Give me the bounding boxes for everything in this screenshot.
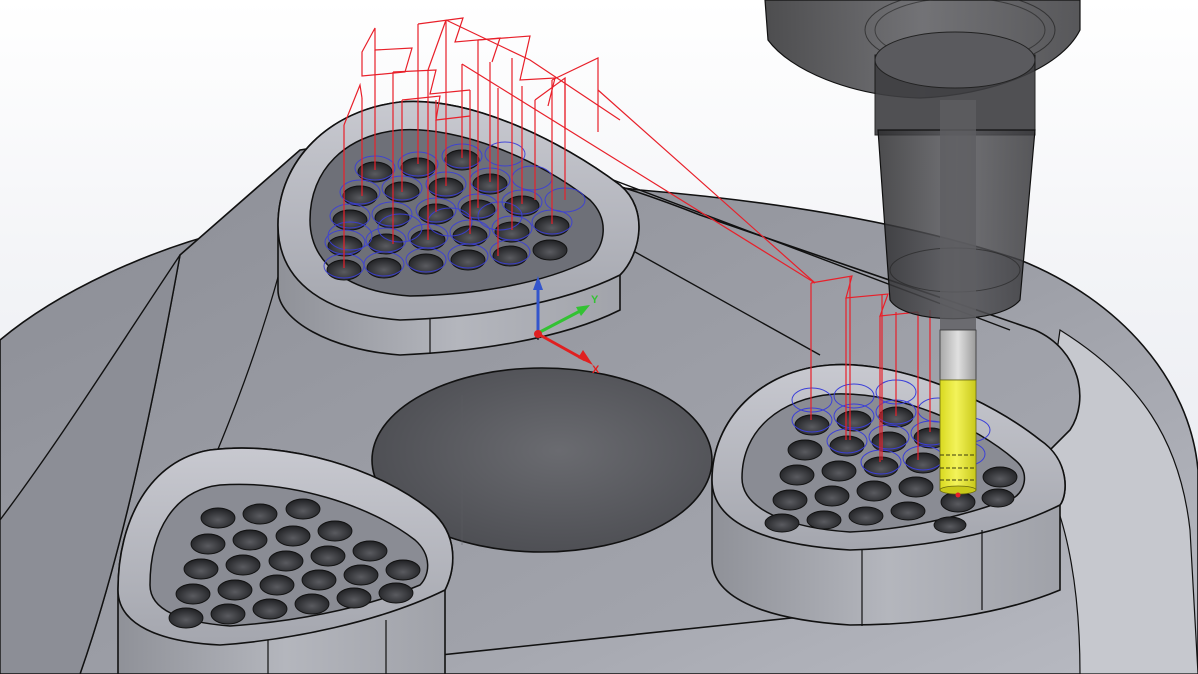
pocket-front-left[interactable] <box>117 447 454 674</box>
y-axis-label: Y <box>591 294 599 306</box>
x-axis-label: X <box>592 364 600 376</box>
pocket-back-left[interactable] <box>277 100 640 356</box>
cutting-tool-assembly[interactable] <box>764 0 1081 498</box>
hole-grid-front-left <box>168 498 421 629</box>
tool-cutter <box>939 379 977 491</box>
tool-tip-marker <box>955 492 961 498</box>
x-axis-arrow <box>539 333 586 362</box>
origin-point <box>534 330 542 338</box>
coordinate-triad[interactable]: Y X <box>533 276 600 376</box>
y-axis-arrow <box>539 308 583 334</box>
pocket-front-right[interactable] <box>711 363 1066 626</box>
tool-shank <box>939 329 977 381</box>
toolpath-rapid-moves[interactable] <box>343 17 931 462</box>
center-bore[interactable] <box>371 367 713 553</box>
